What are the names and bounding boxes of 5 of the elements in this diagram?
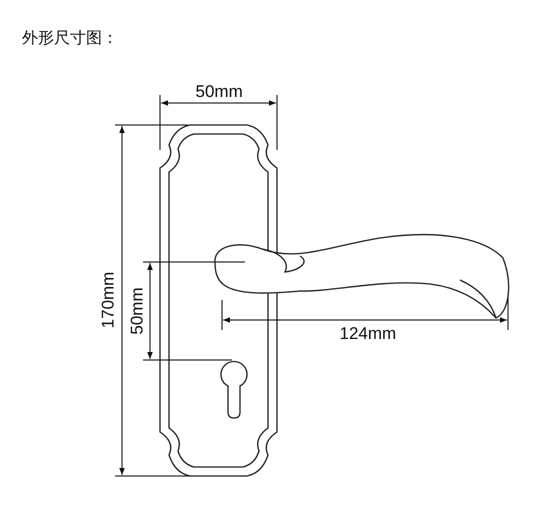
dimension-label: 50mm (196, 83, 243, 101)
dimension-label: 170mm (98, 272, 117, 328)
dimension-label: 124mm (340, 325, 396, 343)
dimension-label: 50mm (128, 287, 146, 335)
title: 外形尺寸图： (22, 28, 118, 49)
